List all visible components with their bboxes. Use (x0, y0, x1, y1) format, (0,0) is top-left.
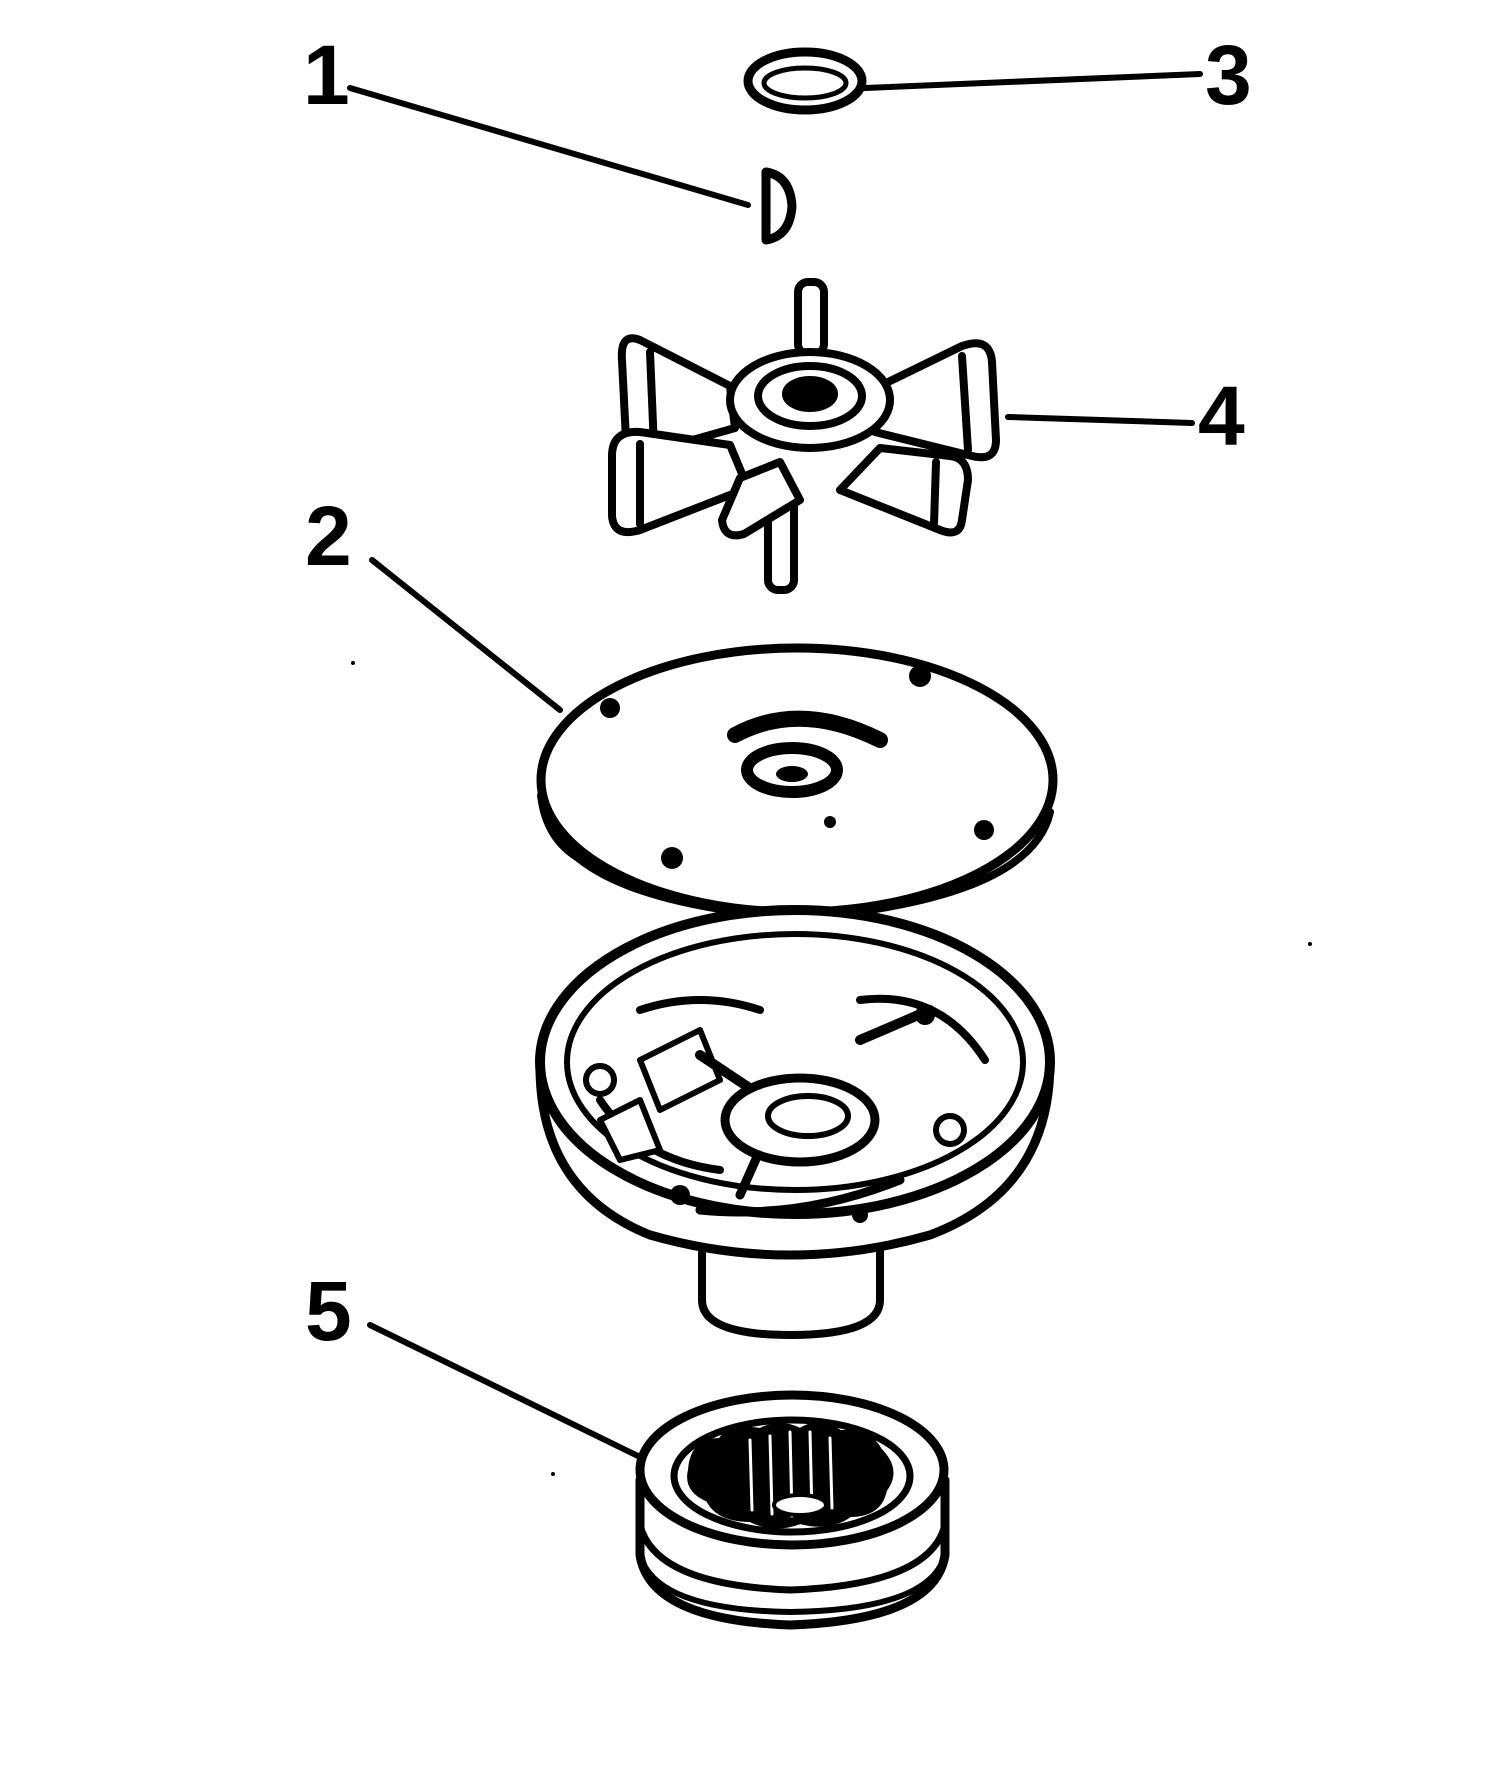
leader-line-4 (1005, 414, 1195, 426)
leader-line-3 (862, 71, 1203, 91)
grommet-part (635, 1390, 950, 1630)
pump-housing-part (535, 905, 1055, 1339)
scan-specks (351, 661, 1312, 1476)
leader-line-2 (369, 557, 563, 713)
o-ring-part (743, 47, 867, 115)
callout-label-5: 5 (305, 1264, 352, 1358)
impeller-key-part (761, 167, 797, 245)
impeller-part (608, 278, 1000, 594)
impeller-plate-part (536, 643, 1058, 923)
callout-label-1: 1 (303, 28, 350, 122)
callout-label-4: 4 (1198, 369, 1245, 463)
leader-line-1 (347, 85, 751, 208)
callout-label-2: 2 (305, 489, 352, 583)
callout-label-3: 3 (1205, 28, 1252, 122)
leader-line-5 (367, 1322, 645, 1461)
